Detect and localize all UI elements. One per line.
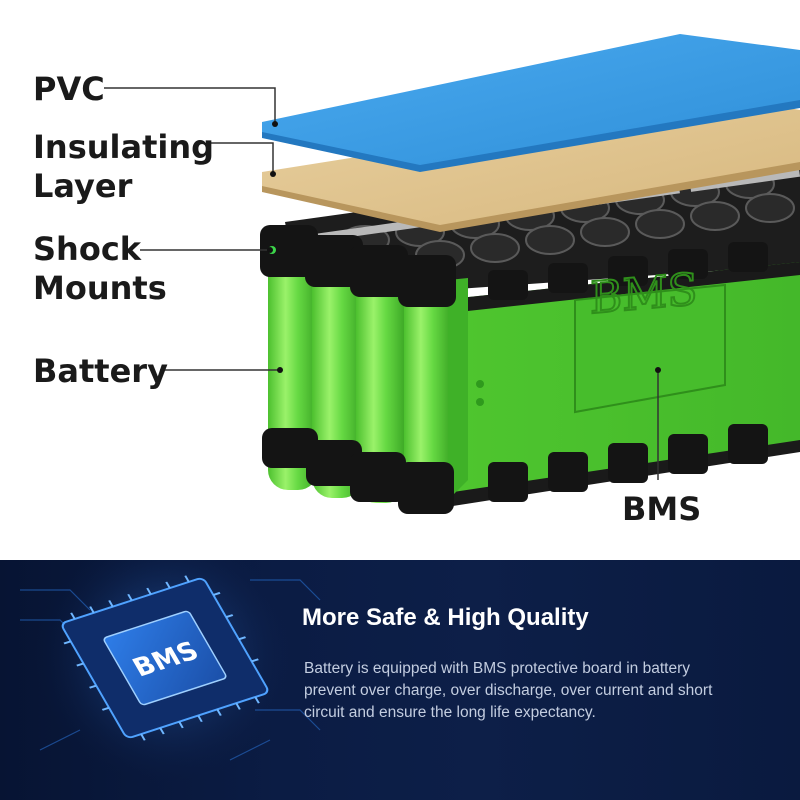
label-battery: Battery bbox=[33, 352, 168, 390]
leader-lines bbox=[104, 87, 659, 480]
banner-description: Battery is equipped with BMS protective … bbox=[304, 660, 713, 721]
bms-board-panel: BMS bbox=[574, 263, 726, 414]
label-insulating-layer: Insulating Layer bbox=[33, 128, 215, 205]
bms-panel-text: BMS bbox=[590, 264, 698, 324]
pvc-sheet bbox=[262, 34, 800, 172]
bms-chip-icon: BMS bbox=[20, 560, 321, 785]
label-pvc: PVC bbox=[33, 70, 105, 108]
label-shock-mounts: Shock Mounts bbox=[33, 230, 167, 307]
banner-title: More Safe & High Quality bbox=[302, 604, 589, 631]
label-bms: BMS bbox=[622, 490, 702, 528]
front-cells bbox=[268, 240, 468, 510]
feature-banner: BMS More Safe & High Quality Battery is … bbox=[0, 560, 800, 800]
cell-holders bbox=[260, 225, 456, 514]
battery-pack-illustration: BMS bbox=[104, 34, 800, 514]
leader-dots bbox=[267, 121, 661, 373]
